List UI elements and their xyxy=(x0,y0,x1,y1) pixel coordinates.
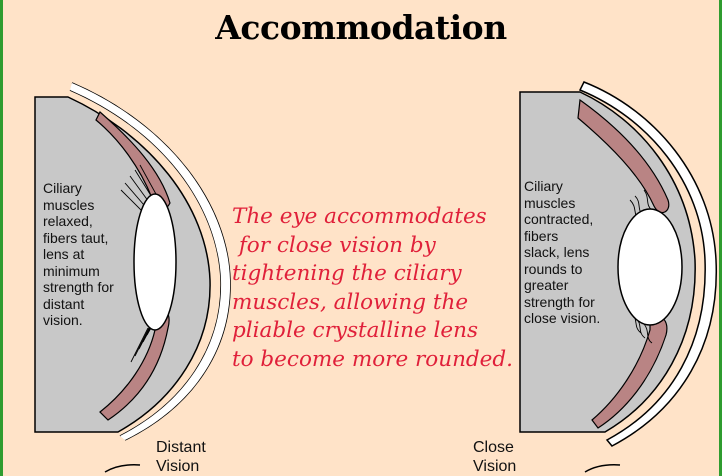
right-lens xyxy=(618,209,682,325)
right-eye-caption: Close Vision xyxy=(473,438,516,476)
statement-line: The eye accommodates xyxy=(232,203,513,232)
left-eye-label-line: strength for xyxy=(43,279,114,296)
right-eye-label-line: fibers xyxy=(524,228,600,245)
right-eye-label-line: muscles xyxy=(524,195,600,212)
left-eye-label-line: Ciliary xyxy=(43,180,114,197)
left-caption-line: Vision xyxy=(156,457,206,476)
statement-line: pliable crystalline lens xyxy=(232,317,513,346)
left-eye-label-line: muscles xyxy=(43,197,114,214)
right-eye-label-line: rounds to xyxy=(524,261,600,278)
right-caption-line: Close xyxy=(473,438,516,457)
left-bottom-curl xyxy=(105,465,140,472)
statement-line: to become more rounded. xyxy=(232,346,513,375)
left-eye-label-line: vision. xyxy=(43,312,114,329)
right-eye-label-line: slack, lens xyxy=(524,244,600,261)
right-eye-label-line: contracted, xyxy=(524,211,600,228)
right-caption-line: Vision xyxy=(473,457,516,476)
left-eye-label-line: distant xyxy=(43,296,114,313)
left-eye-label: Ciliary muscles relaxed, fibers taut, le… xyxy=(43,180,114,329)
statement-line: muscles, allowing the xyxy=(232,289,513,318)
left-eye-label-line: relaxed, xyxy=(43,213,114,230)
right-bottom-curl xyxy=(585,465,620,472)
left-eye-label-line: lens at xyxy=(43,246,114,263)
left-eye-caption: Distant Vision xyxy=(156,438,206,476)
statement-line: for close vision by xyxy=(232,232,513,261)
left-eye-label-line: minimum xyxy=(43,263,114,280)
left-eye-label-line: fibers taut, xyxy=(43,230,114,247)
right-eye-label-line: greater xyxy=(524,277,600,294)
right-eye-label-line: strength for xyxy=(524,294,600,311)
accommodation-statement: The eye accommodates for close vision by… xyxy=(232,203,513,375)
right-eye-label: Ciliary muscles contracted, fibers slack… xyxy=(524,178,600,327)
right-eye-label-line: close vision. xyxy=(524,310,600,327)
statement-line: tightening the ciliary xyxy=(232,260,513,289)
left-caption-line: Distant xyxy=(156,438,206,457)
right-eye-label-line: Ciliary xyxy=(524,178,600,195)
